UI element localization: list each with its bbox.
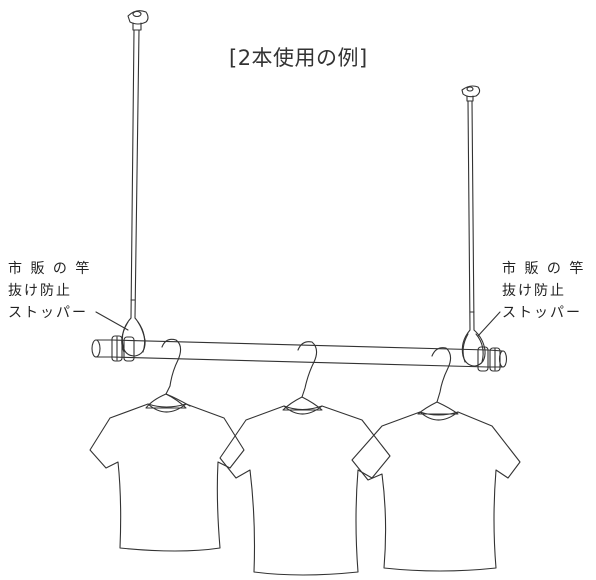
tshirt-left bbox=[89, 403, 245, 552]
hanger-right bbox=[417, 347, 459, 415]
leader-line-left bbox=[95, 311, 129, 331]
hanging-rod bbox=[91, 339, 508, 368]
left-ceiling-mount bbox=[127, 10, 149, 31]
tshirt-middle bbox=[219, 405, 391, 576]
right-label-line-1: 市 販 の 竿 bbox=[502, 261, 586, 277]
right-label-line-2: 抜け防止 bbox=[502, 283, 566, 299]
left-label-line-2: 抜け防止 bbox=[8, 283, 72, 299]
left-stopper bbox=[111, 335, 135, 362]
right-label-line-3: ストッパー bbox=[502, 305, 582, 321]
right-hook bbox=[461, 329, 486, 367]
tshirt-right bbox=[351, 411, 521, 572]
left-label-line-1: 市 販 の 竿 bbox=[8, 261, 92, 277]
hanger-middle bbox=[282, 341, 323, 411]
leader-line-right bbox=[477, 311, 501, 337]
right-ceiling-mount bbox=[461, 85, 481, 102]
diagram-title: [2本使用の例] bbox=[229, 46, 368, 70]
left-pole bbox=[130, 29, 140, 319]
left-label-line-3: ストッパー bbox=[8, 305, 88, 321]
right-stopper-label: 市 販 の 竿 抜け防止 ストッパー bbox=[502, 258, 585, 324]
hanger-left bbox=[145, 338, 191, 409]
right-stopper bbox=[477, 346, 501, 372]
right-pole bbox=[467, 100, 475, 331]
left-stopper-label: 市 販 の 竿 抜け防止 ストッパー bbox=[8, 258, 91, 324]
